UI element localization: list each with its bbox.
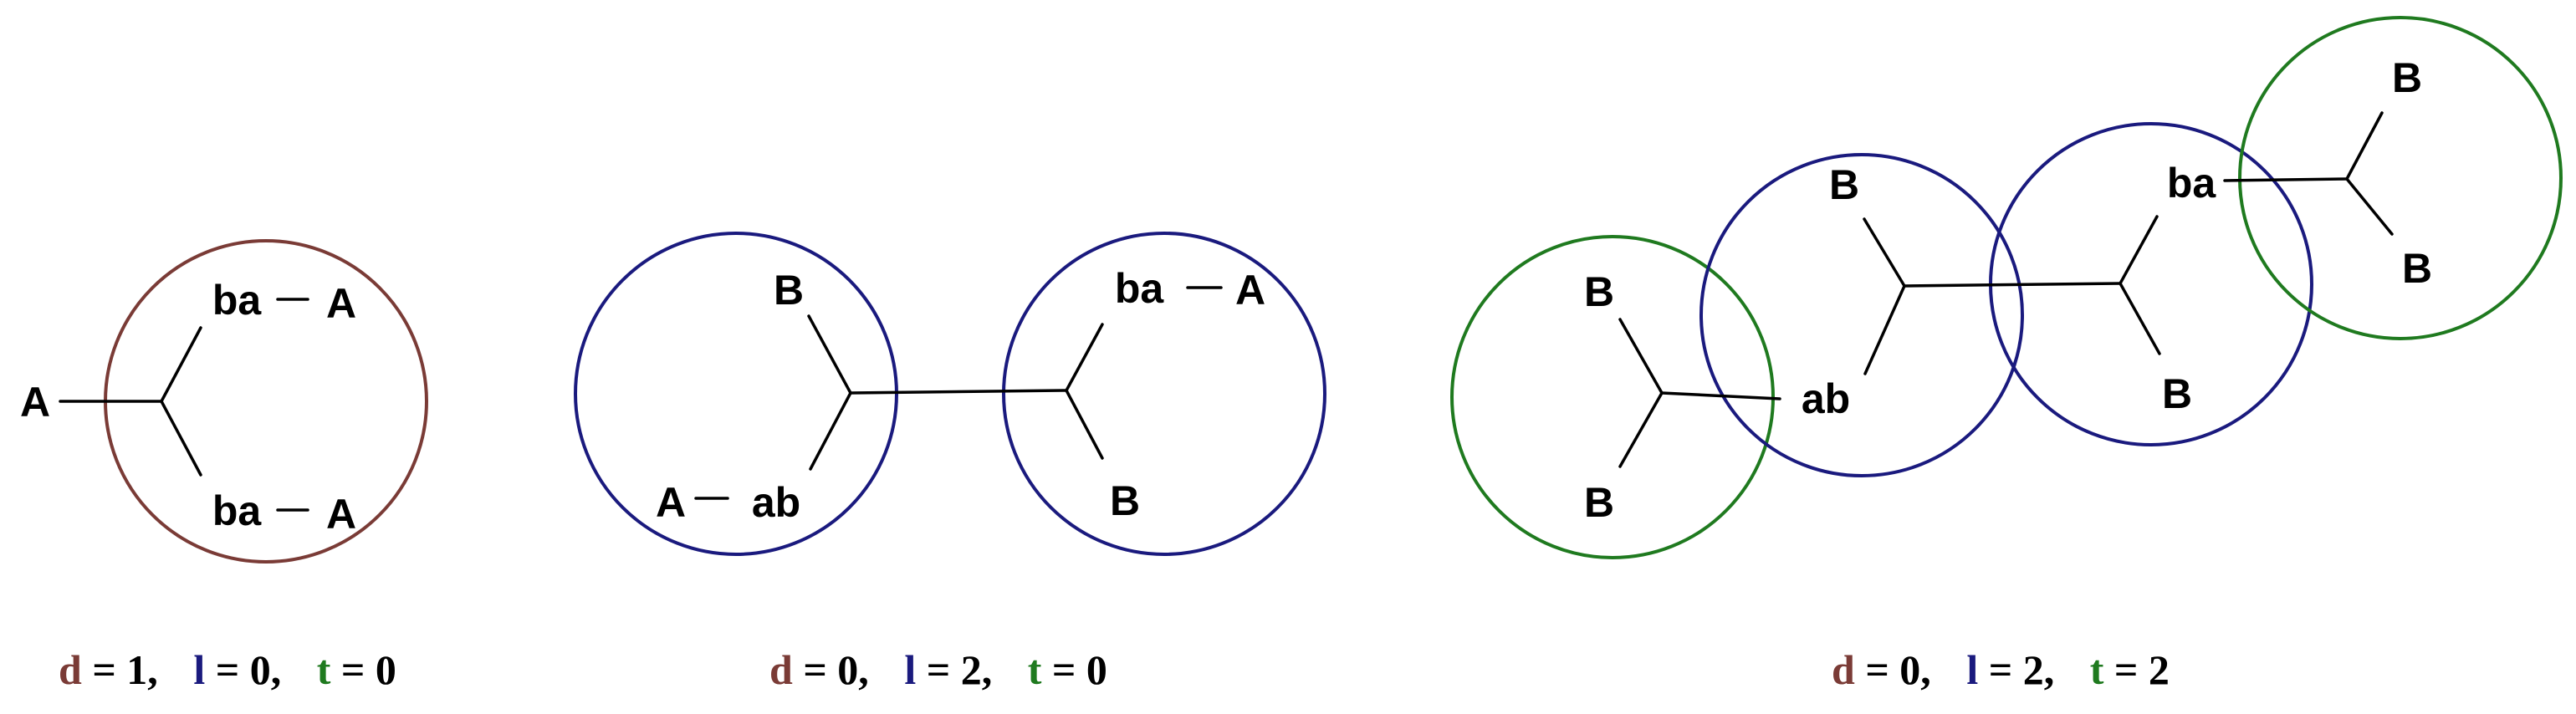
atom-label: ba: [2167, 160, 2217, 207]
atom-label: B: [1584, 479, 1614, 526]
caption-d-symbol: d: [769, 646, 793, 693]
atom-label: ba: [212, 277, 263, 324]
atom-label: B: [2402, 245, 2432, 292]
bond: [2119, 282, 2161, 355]
atom-label: ba: [1115, 265, 1165, 312]
caption-d-value: = 0,: [1865, 646, 1931, 693]
panel-3-caption: d = 0, l = 2, t = 2: [1832, 646, 2170, 693]
bond: [160, 326, 202, 403]
panel-3-end-ring-right: [2238, 16, 2563, 340]
panel-2-left-ring: [574, 232, 898, 556]
atom-label: ab: [1802, 375, 1850, 422]
panel-2-right-ring: [1002, 232, 1326, 556]
bond: [2345, 111, 2384, 181]
bond: [1065, 323, 1104, 392]
bond: [2345, 177, 2394, 236]
caption-t-value: = 2: [2114, 646, 2170, 693]
bond: [1618, 318, 1664, 395]
bond: [807, 314, 852, 395]
caption-d-symbol: d: [59, 646, 82, 693]
caption-t-symbol: t: [1028, 646, 1042, 693]
panel-1-caption: d = 1, l = 0, t = 0: [59, 646, 396, 693]
bond: [1660, 391, 1781, 400]
bond: [1618, 391, 1664, 468]
caption-l-symbol: l: [1966, 646, 1978, 693]
panel-3-middle-ring-left: [1699, 153, 2024, 477]
caption-d-value: = 1,: [92, 646, 158, 693]
atom-label: A: [656, 479, 686, 526]
atom-label: B: [1584, 268, 1614, 315]
bond: [160, 400, 202, 477]
atom-label: B: [2392, 54, 2422, 101]
caption-l-symbol: l: [904, 646, 916, 693]
caption-t-symbol: t: [2090, 646, 2104, 693]
bond: [1863, 217, 1906, 288]
atom-label: B: [774, 267, 804, 314]
bond: [2119, 215, 2159, 285]
atom-label: A: [326, 491, 356, 538]
atom-label: ba: [212, 487, 263, 534]
bond: [2223, 177, 2349, 182]
atom-label: A: [1235, 267, 1265, 314]
atom-label: B: [2162, 370, 2192, 417]
panel-1: A ba A ba A d = 1, l = 0, t = 0: [20, 239, 428, 693]
caption-l-symbol: l: [193, 646, 205, 693]
caption-d-value: = 0,: [803, 646, 869, 693]
caption-t-value: = 0: [341, 646, 396, 693]
atom-label: A: [326, 280, 356, 327]
caption-t-symbol: t: [317, 646, 331, 693]
bond: [1065, 389, 1104, 460]
atom-label: A: [20, 379, 50, 426]
panel-2: B A ab ba A B d = 0, l = 2, t = 0: [574, 232, 1326, 693]
panel-3: B B ab B B ba B B d = 0, l = 2, t = 2: [1450, 16, 2563, 693]
caption-l-value: = 2,: [927, 646, 993, 693]
bond: [809, 391, 852, 471]
bond: [849, 389, 1068, 395]
bond: [1903, 282, 2122, 288]
atom-label: B: [1110, 477, 1140, 524]
caption-l-value: = 2,: [1989, 646, 2055, 693]
atom-label: B: [1829, 161, 1859, 208]
caption-d-symbol: d: [1832, 646, 1855, 693]
caption-t-value: = 0: [1052, 646, 1107, 693]
bond: [1863, 284, 1906, 375]
panel-2-caption: d = 0, l = 2, t = 0: [769, 646, 1107, 693]
caption-l-value: = 0,: [216, 646, 282, 693]
atom-label: ab: [752, 479, 800, 526]
